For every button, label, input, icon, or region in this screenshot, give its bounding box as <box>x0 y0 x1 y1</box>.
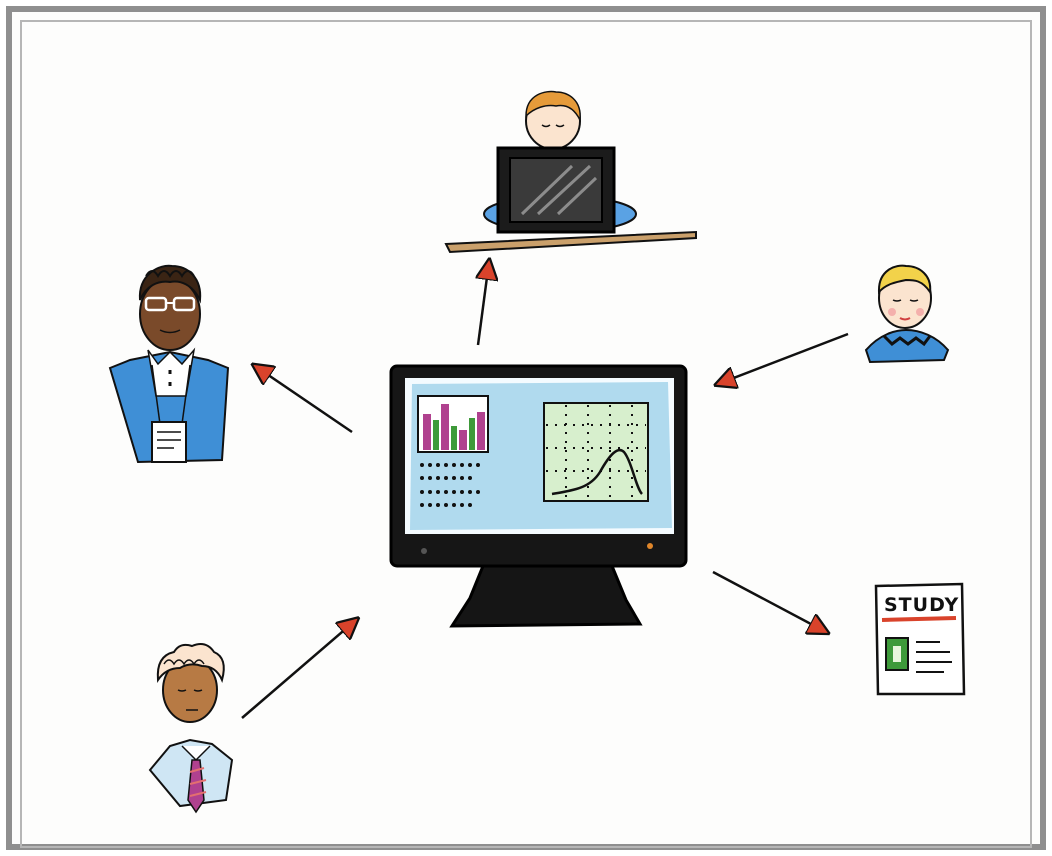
line-plot-icon <box>543 402 649 502</box>
id-badge-icon <box>151 421 187 463</box>
arrow-to-left-person <box>255 366 353 434</box>
person-at-laptop <box>444 90 697 254</box>
bar-chart-icon <box>417 395 489 453</box>
person-with-tie <box>148 643 234 814</box>
arrow-to-top-person <box>478 262 489 346</box>
arrow-from-right-person <box>718 332 849 384</box>
person-with-badge <box>108 264 230 464</box>
power-led-icon <box>647 543 653 549</box>
blond-person <box>864 264 950 364</box>
arrow-to-study-document <box>712 570 826 632</box>
central-monitor <box>389 364 688 628</box>
study-label: STUDY <box>884 594 959 616</box>
text-lines-icon <box>420 463 480 507</box>
arrow-from-bottom-left-person <box>241 620 356 719</box>
laptop-icon <box>496 146 616 234</box>
power-button-icon <box>421 548 427 554</box>
desk <box>444 230 697 254</box>
study-document-icon: STUDY <box>874 582 966 696</box>
picture-frame-inner-border <box>20 20 1032 848</box>
